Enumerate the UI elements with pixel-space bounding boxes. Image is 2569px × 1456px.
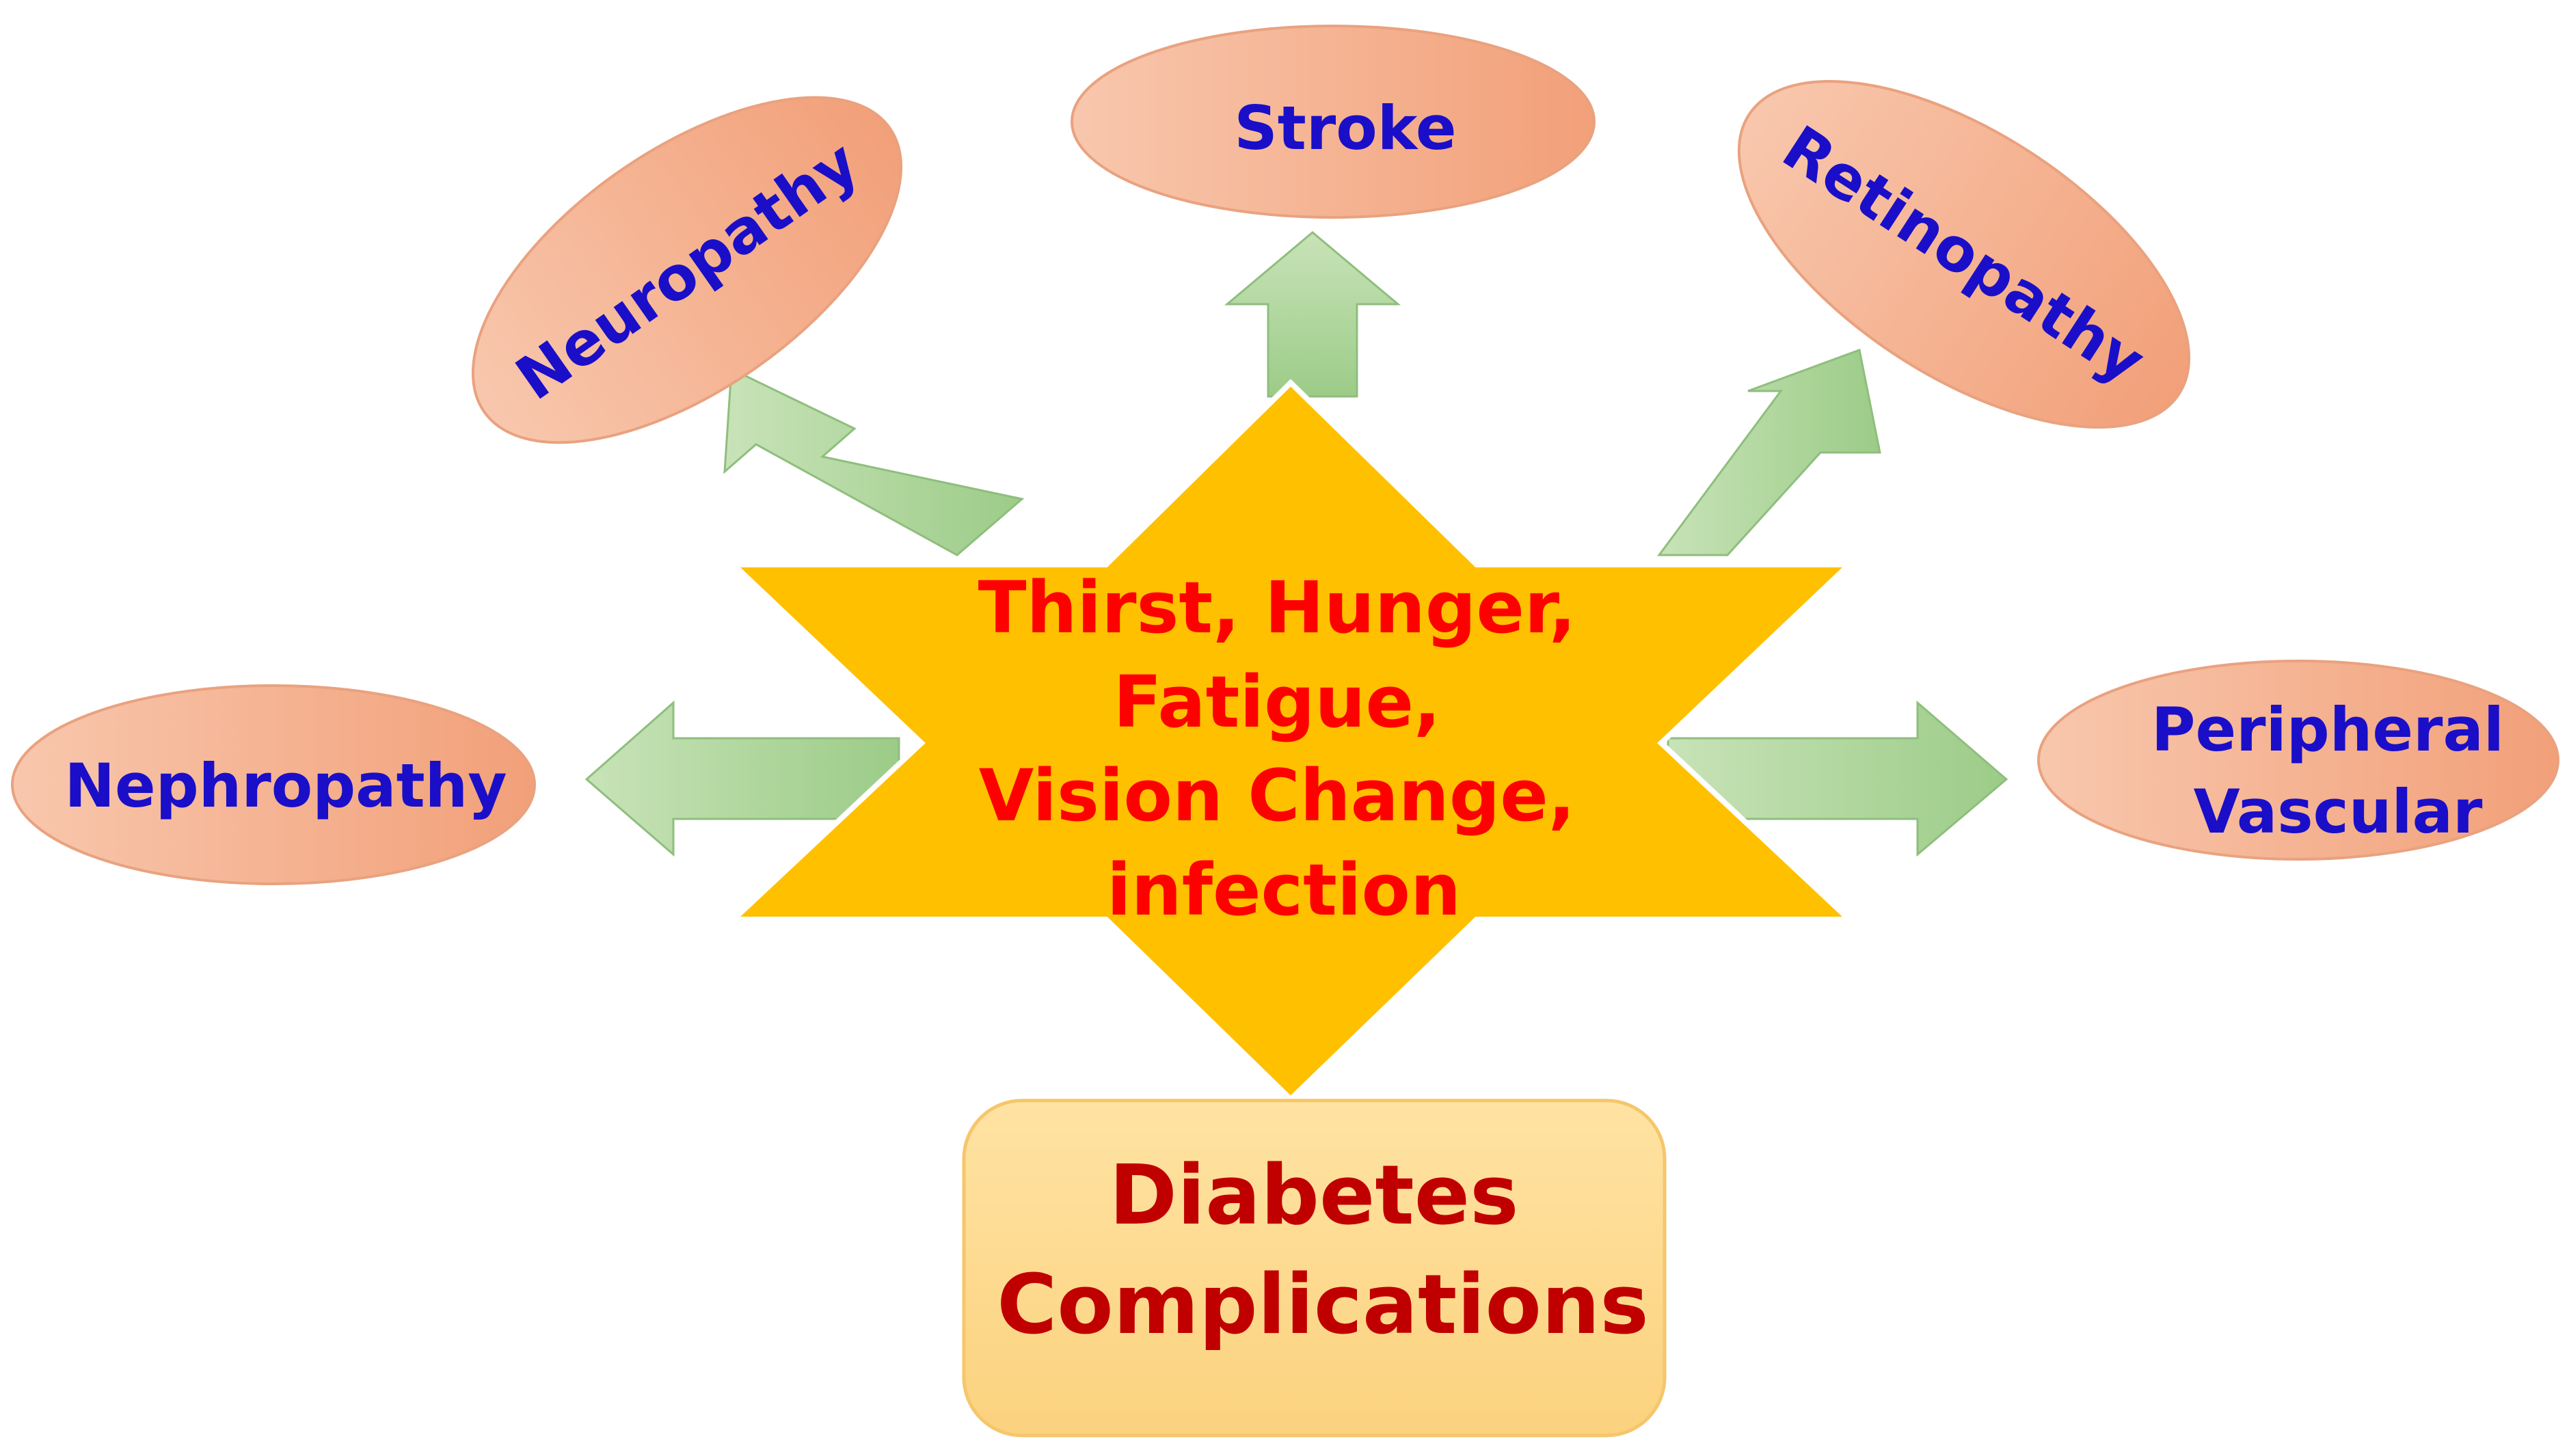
root-title-line: Complications: [997, 1258, 1649, 1353]
root-box-shape: [962, 1098, 1667, 1438]
stroke-ellipse: [1071, 25, 1596, 219]
nephropathy-ellipse: [11, 684, 536, 885]
complication-peripheral-vascular: Peripheral Vascular: [2037, 660, 2559, 861]
symptom-line: infection: [1107, 848, 1461, 932]
arrow-to-stroke: [1224, 231, 1401, 398]
retinopathy-ellipse: [1737, 80, 2191, 429]
symptom-line: Fatigue,: [1113, 660, 1440, 744]
symptom-line: Vision Change,: [979, 754, 1576, 837]
neuropathy-ellipse: [471, 96, 903, 444]
stroke-label: Stroke: [1234, 93, 1456, 163]
symptom-line: Thirst, Hunger,: [978, 566, 1576, 649]
root-title-line: Diabetes: [1109, 1148, 1518, 1243]
complication-nephropathy: Nephropathy: [11, 684, 536, 885]
root-box: Diabetes Complications: [962, 1098, 1667, 1438]
arrow-to-neuropathy: [723, 367, 1025, 556]
symptoms-text: Thirst, Hunger, Fatigue, Vision Change, …: [978, 566, 1576, 932]
complication-stroke: Stroke: [1071, 25, 1596, 219]
complication-neuropathy: Neuropathy: [471, 96, 903, 444]
peripheral-vascular-label-line: Vascular: [2194, 777, 2483, 847]
peripheral-vascular-ellipse: [2037, 660, 2559, 861]
arrow-to-retinopathy: [1657, 348, 1881, 556]
arrows: [584, 231, 2008, 857]
nephropathy-label: Nephropathy: [64, 751, 507, 821]
peripheral-vascular-label-line: Peripheral: [2151, 695, 2504, 765]
